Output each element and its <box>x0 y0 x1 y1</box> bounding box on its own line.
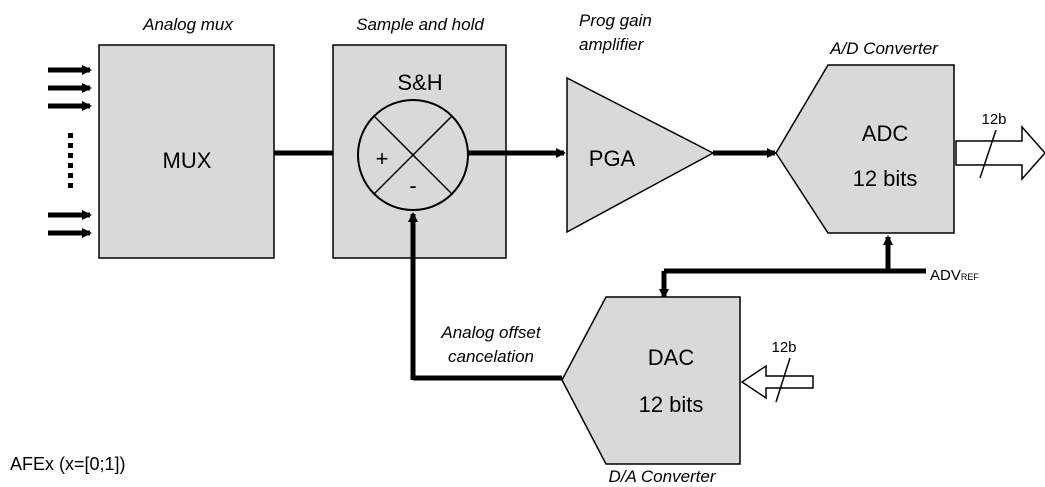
pga-caption-line2: amplifier <box>579 35 645 54</box>
pga-block <box>566 76 715 234</box>
input-ellipsis <box>68 133 73 188</box>
dac-label-line2: 12 bits <box>639 392 704 417</box>
sample-hold-caption: Sample and hold <box>356 15 484 34</box>
input-arrows <box>48 65 92 238</box>
sh-plus-sign: + <box>376 146 389 171</box>
adc-output-bus <box>955 125 1045 181</box>
dac-bus-width: 12b <box>771 339 796 356</box>
sh-minus-sign: - <box>409 173 416 198</box>
adc-block <box>775 64 955 234</box>
adc-bus-slash <box>979 129 997 179</box>
adc-label-line2: 12 bits <box>853 166 918 191</box>
dac-input-bus <box>740 364 814 400</box>
adc-caption: A/D Converter <box>829 39 939 58</box>
offset-caption-line1: Analog offset <box>440 323 542 342</box>
dac-caption: D/A Converter <box>608 467 716 486</box>
mux-block <box>98 44 275 259</box>
adv-ref-label: ADVREF <box>930 267 979 284</box>
pga-label: PGA <box>589 146 636 171</box>
dac-bus-slash <box>775 357 791 403</box>
dac-block <box>561 296 741 465</box>
dac-label-line1: DAC <box>648 345 695 370</box>
mux-label: MUX <box>163 148 212 173</box>
offset-caption-line2: cancelation <box>448 347 534 366</box>
sh-label: S&H <box>397 70 442 95</box>
adc-bus-width: 12b <box>981 111 1006 128</box>
pga-caption-line1: Prog gain <box>579 11 652 30</box>
adc-label-line1: ADC <box>862 121 909 146</box>
mux-caption: Analog mux <box>142 15 233 34</box>
afe-footer-label: AFEx (x=[0;1]) <box>10 454 126 474</box>
